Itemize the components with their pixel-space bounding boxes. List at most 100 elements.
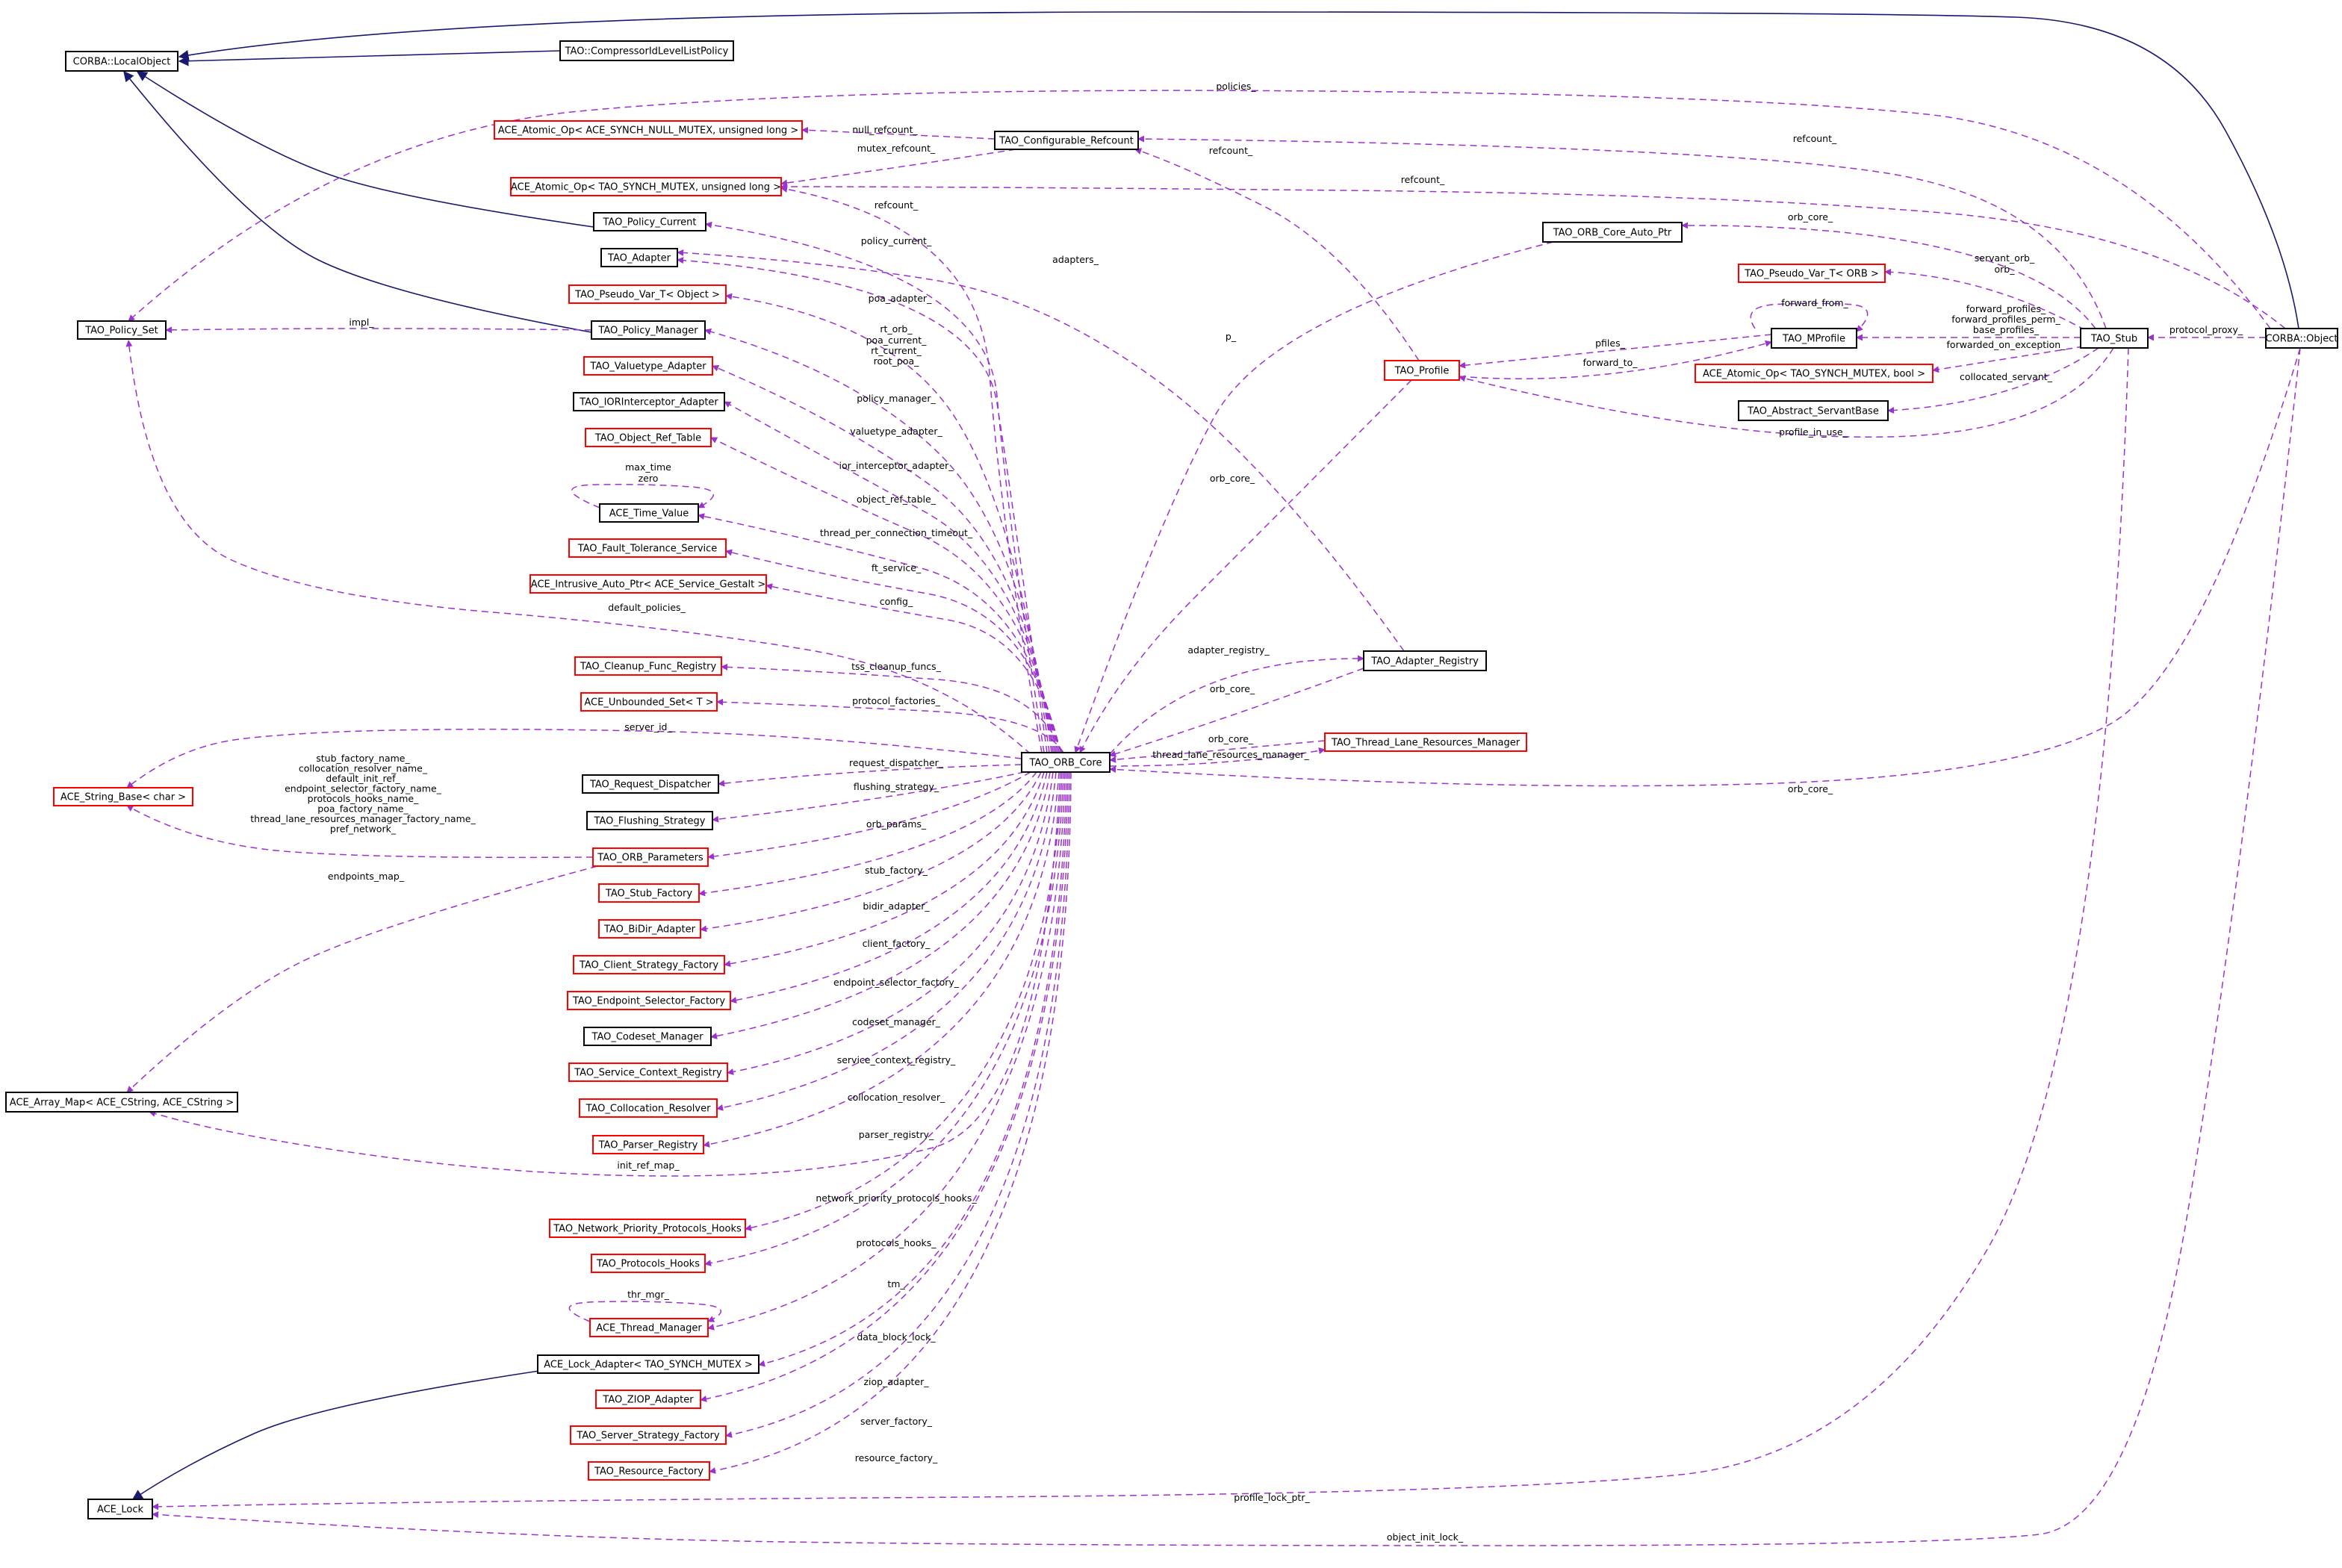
edge-label-object_init_lock: object_init_lock_ <box>1387 1531 1464 1543</box>
class-node-box <box>591 320 706 340</box>
class-node-tao-configurable-refcount[interactable]: TAO_Configurable_Refcount <box>994 131 1139 150</box>
class-node-tao-flushing[interactable]: TAO_Flushing_Strategy <box>586 811 713 830</box>
class-node-ace-atomic-bool[interactable]: ACE_Atomic_Op< TAO_SYNCH_MUTEX, bool > <box>1695 364 1933 383</box>
class-node-tao-codeset[interactable]: TAO_Codeset_Manager <box>583 1027 712 1046</box>
edge-label-tss_cleanup: tss_cleanup_funcs_ <box>851 661 942 672</box>
class-node-tao-server-strategy[interactable]: TAO_Server_Strategy_Factory <box>570 1425 727 1445</box>
class-node-tao-abstract-servant[interactable]: TAO_Abstract_ServantBase <box>1738 400 1889 421</box>
class-node-ace-array-map[interactable]: ACE_Array_Map< ACE_CString, ACE_CString … <box>5 1092 238 1113</box>
class-node-box <box>579 1098 718 1118</box>
edge-label-endpoints_map: endpoints_map_ <box>328 871 405 882</box>
edge-corba_object-to-ace_lock <box>152 347 2301 1546</box>
class-node-tao-resource-factory[interactable]: TAO_Resource_Factory <box>588 1461 710 1481</box>
class-node-ace-intrusive[interactable]: ACE_Intrusive_Auto_Ptr< ACE_Service_Gest… <box>529 574 767 594</box>
class-node-ace-lock[interactable]: ACE_Lock <box>87 1499 153 1519</box>
class-node-tao-object-ref-table[interactable]: TAO_Object_Ref_Table <box>585 428 712 447</box>
class-node-tao-protocols-hooks[interactable]: TAO_Protocols_Hooks <box>591 1254 706 1273</box>
class-node-ace-lock-adapter[interactable]: ACE_Lock_Adapter< TAO_SYNCH_MUTEX > <box>537 1354 760 1374</box>
class-node-ace-atomic-mutex[interactable]: ACE_Atomic_Op< TAO_SYNCH_MUTEX, unsigned… <box>510 177 782 196</box>
class-node-ace-string-base[interactable]: ACE_String_Base< char > <box>53 787 193 806</box>
class-node-box <box>592 847 709 867</box>
edge-tao_orb_core-to-ace_unbounded <box>716 698 1064 753</box>
edge-tao_orb_core-to-tao_orb_params <box>707 771 1031 860</box>
class-node-tao-pseudo-orb[interactable]: TAO_Pseudo_Var_T< ORB > <box>1738 264 1886 283</box>
class-node-ace-unbounded[interactable]: ACE_Unbounded_Set< T > <box>580 692 718 712</box>
class-node-tao-ziop[interactable]: TAO_ZIOP_Adapter <box>595 1390 701 1409</box>
class-node-tao-orb-core[interactable]: TAO_ORB_Core <box>1021 752 1111 773</box>
class-node-tao-policy-current[interactable]: TAO_Policy_Current <box>593 212 706 231</box>
class-node-tao-fault-tolerance[interactable]: TAO_Fault_Tolerance_Service <box>568 538 727 558</box>
class-node-tao-client-strategy[interactable]: TAO_Client_Strategy_Factory <box>573 955 725 974</box>
class-node-box <box>1695 364 1933 383</box>
edge-label-root_poa: root_poa_ <box>874 355 920 367</box>
class-node-box <box>1738 264 1886 283</box>
class-node-box <box>583 356 713 376</box>
class-node-compressor-policy[interactable]: TAO::CompressorIdLevelListPolicy <box>559 40 734 61</box>
edge-label-orb_params: orb_params_ <box>866 818 927 830</box>
class-node-tao-mprofile[interactable]: TAO_MProfile <box>1771 328 1857 349</box>
class-node-tao-ior-adapter[interactable]: TAO_IORInterceptor_Adapter <box>573 392 725 411</box>
class-node-tao-bidir[interactable]: TAO_BiDir_Adapter <box>598 919 701 939</box>
class-node-tao-parser[interactable]: TAO_Parser_Registry <box>592 1135 704 1154</box>
class-node-label: TAO_Pseudo_Var_T< ORB > <box>1744 269 1879 280</box>
class-node-tao-stub[interactable]: TAO_Stub <box>2080 328 2149 349</box>
class-node-tao-cleanup[interactable]: TAO_Cleanup_Func_Registry <box>574 656 722 676</box>
edge-tao_orb_core-to-ace_lock_adapter <box>758 771 1067 1367</box>
edge-tao_stub-to-tao_profile <box>1459 347 2114 438</box>
class-node-tao-orb-core-auto[interactable]: TAO_ORB_Core_Auto_Ptr <box>1542 222 1683 243</box>
class-node-box <box>567 991 731 1010</box>
class-node-tao-policy-set[interactable]: TAO_Policy_Set <box>77 320 167 340</box>
edge-label-forward_profiles_perm: forward_profiles_perm_ <box>1951 314 2060 325</box>
class-node-tao-collocation[interactable]: TAO_Collocation_Resolver <box>579 1098 718 1118</box>
edge-tao_orb_core-to-tao_policy_set <box>125 340 1031 755</box>
edge-tao_policy_manager-to-tao_policy_set <box>165 326 592 334</box>
class-node-tao-request-dispatcher[interactable]: TAO_Request_Dispatcher <box>582 774 719 794</box>
class-node-label: TAO_Valuetype_Adapter <box>589 361 706 373</box>
edge-tao_orb_core-to-ace_thread_manager <box>707 771 1066 1331</box>
edge-tao_orb_core-to-ace_string_base <box>126 728 1022 788</box>
edges-layer <box>123 11 2301 1546</box>
edge-tao_adapter_registry-to-tao_adapter <box>677 249 1405 652</box>
edge-label-object_ref_table: object_ref_table_ <box>857 494 937 505</box>
class-node-tao-service-context[interactable]: TAO_Service_Context_Registry <box>568 1063 728 1082</box>
class-node-box <box>591 1254 706 1273</box>
class-node-ace-time-value[interactable]: ACE_Time_Value <box>599 503 699 523</box>
class-node-ace-atomic-null[interactable]: ACE_Atomic_Op< ACE_SYNCH_NULL_MUTEX, uns… <box>494 120 803 140</box>
class-node-tao-network-priority[interactable]: TAO_Network_Priority_Protocols_Hooks <box>549 1219 746 1238</box>
edge-tao_orb_core-to-tao_cleanup <box>721 663 1063 753</box>
edge-tao_orb_core-to-tao_flushing <box>712 771 1025 823</box>
edge-label-forward_from: forward_from_ <box>1781 297 1848 308</box>
class-node-corba-object[interactable]: CORBA::Object <box>2265 328 2338 349</box>
class-node-tao-policy-manager[interactable]: TAO_Policy_Manager <box>591 320 706 340</box>
class-node-tao-adapter-registry[interactable]: TAO_Adapter_Registry <box>1363 650 1487 671</box>
edge-label-refcount_object: refcount_ <box>1401 174 1445 185</box>
class-node-ace-thread-manager[interactable]: ACE_Thread_Manager <box>589 1318 709 1337</box>
class-node-tao-endpoint-selector[interactable]: TAO_Endpoint_Selector_Factory <box>567 991 731 1010</box>
class-node-tao-profile[interactable]: TAO_Profile <box>1384 360 1460 381</box>
class-node-corba-localobject[interactable]: CORBA::LocalObject <box>65 51 178 72</box>
edge-label-parser_registry: parser_registry_ <box>859 1129 934 1140</box>
edge-tao_adapter_registry-to-tao_orb_core <box>1109 668 1364 757</box>
edge-tao_orb_core-to-tao_ior_adapter <box>724 401 1055 753</box>
class-node-label: TAO_Policy_Manager <box>597 326 698 337</box>
edge-label-refcount_stub: refcount_ <box>1793 133 1837 144</box>
class-node-label: TAO_Protocols_Hooks <box>596 1259 700 1270</box>
class-node-tao-pseudo-object[interactable]: TAO_Pseudo_Var_T< Object > <box>568 284 727 304</box>
edge-label-ziop_adapter: ziop_adapter_ <box>863 1376 929 1387</box>
class-node-tao-thread-lane[interactable]: TAO_Thread_Lane_Resources_Manager <box>1324 732 1527 752</box>
edge-label-thr_mgr: thr_mgr_ <box>627 1289 669 1300</box>
class-node-box <box>494 120 803 140</box>
class-node-label: TAO_Server_Strategy_Factory <box>576 1431 719 1442</box>
edge-label-request_dispatcher: request_dispatcher_ <box>849 757 944 768</box>
class-node-label: ACE_Lock <box>97 1505 144 1516</box>
edge-corba_object-to-tao_policy_set <box>128 90 2271 329</box>
class-node-tao-orb-params[interactable]: TAO_ORB_Parameters <box>592 847 709 867</box>
class-node-tao-adapter[interactable]: TAO_Adapter <box>600 248 678 267</box>
class-node-box <box>580 692 718 712</box>
class-node-label: TAO_ORB_Core <box>1028 758 1102 769</box>
class-node-tao-stub-factory[interactable]: TAO_Stub_Factory <box>598 883 700 903</box>
class-node-label: TAO_Fault_Tolerance_Service <box>577 544 718 555</box>
nodes-layer: CORBA::LocalObject TAO::CompressorIdLevel… <box>5 40 2338 1519</box>
class-node-tao-valuetype-adapter[interactable]: TAO_Valuetype_Adapter <box>583 356 713 376</box>
class-node-box <box>595 1390 701 1409</box>
